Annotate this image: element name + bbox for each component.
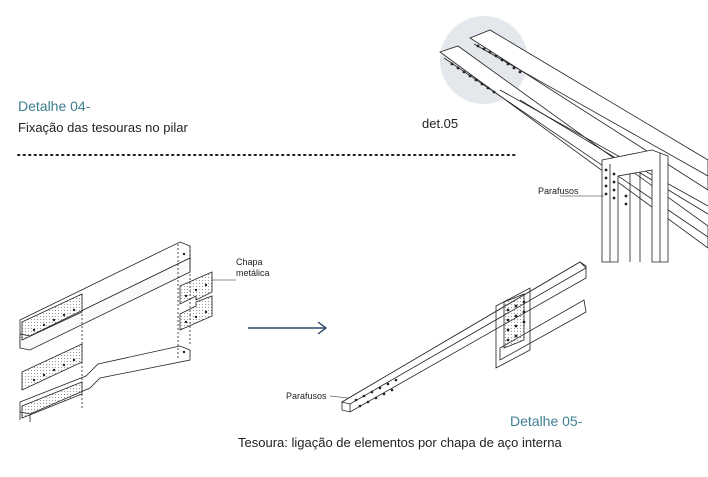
assembled-truss-joint: [329, 261, 587, 413]
detail-04-title: Detalhe 04-: [18, 98, 91, 114]
bolt-cluster-top: [450, 44, 522, 94]
detail-reference-label: det.05: [422, 116, 459, 131]
bolt-holes-exploded: [32, 252, 208, 382]
detail-05-subtitle: Tesoura: ligação de elementos por chapa …: [238, 435, 562, 450]
detail-05-title: Detalhe 05-: [510, 413, 583, 429]
truss-column-connection: [439, 16, 708, 263]
detail-04-subtitle: Fixação das tesouras no pilar: [18, 120, 188, 135]
plate-callout: Chapa metálica: [236, 257, 270, 279]
plate-callout-line2: metálica: [236, 268, 270, 278]
exploded-assembly: [19, 241, 236, 422]
bolt-cluster-joint: [354, 300, 526, 408]
bolts-callout-bottom: Parafusos: [286, 391, 327, 401]
bolts-callout-top: Parafusos: [538, 186, 579, 196]
bolt-cluster-column: [604, 168, 628, 206]
right-arrow-icon: [248, 321, 328, 335]
plate-callout-line1: Chapa: [236, 257, 263, 267]
